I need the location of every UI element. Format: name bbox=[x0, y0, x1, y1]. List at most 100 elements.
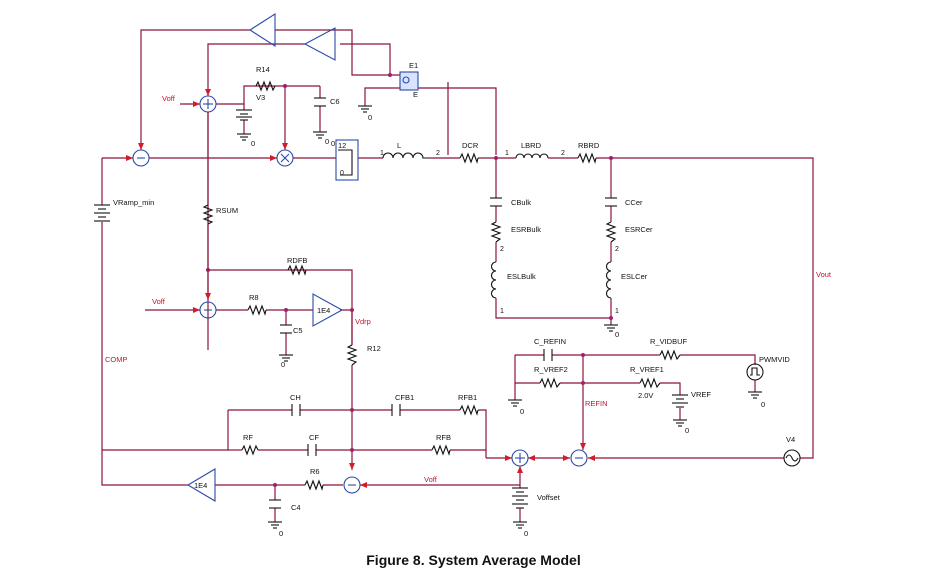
label-cer-pin2: 2 bbox=[615, 246, 619, 253]
cap-c5 bbox=[280, 324, 292, 334]
r6-zigzag bbox=[304, 479, 324, 491]
label-eslbulk: ESLBulk bbox=[507, 272, 536, 281]
sum-ramp bbox=[132, 149, 150, 167]
pwmvid-source bbox=[746, 363, 764, 381]
label-v2: 2.0V bbox=[638, 391, 653, 400]
label-zero-refin: 0 bbox=[520, 407, 524, 416]
label-r-vref1: R_VREF1 bbox=[630, 365, 664, 374]
label-c4: C4 bbox=[291, 503, 301, 512]
cap-c-refin bbox=[543, 349, 553, 361]
capacitors bbox=[269, 97, 617, 509]
rbrd-zigzag bbox=[577, 152, 597, 164]
sum-top bbox=[199, 95, 217, 113]
label-zero-c4: 0 bbox=[279, 529, 283, 538]
label-zero-vref: 0 bbox=[685, 426, 689, 435]
battery-v3 bbox=[236, 109, 252, 121]
label-c5: C5 bbox=[293, 326, 303, 335]
label-cbulk: CBulk bbox=[511, 198, 531, 207]
r8-zigzag bbox=[247, 304, 267, 316]
inductor-eslbulk bbox=[490, 261, 497, 299]
label-bulk-pin1: 1 bbox=[500, 308, 504, 315]
label-bulk-pin2: 2 bbox=[500, 246, 504, 253]
dc-sources bbox=[94, 109, 688, 509]
label-cf: CF bbox=[309, 433, 319, 442]
label-r8: R8 bbox=[249, 293, 259, 302]
label-refin: REFIN bbox=[585, 399, 608, 408]
label-e1-e: E bbox=[413, 90, 418, 99]
label-r12: R12 bbox=[367, 344, 381, 353]
junction-dots bbox=[206, 73, 613, 487]
wires bbox=[101, 29, 814, 522]
label-r-vref2: R_VREF2 bbox=[534, 365, 568, 374]
label-vout: Vout bbox=[816, 270, 832, 279]
label-zero-voffset: 0 bbox=[524, 529, 528, 538]
label-vramp: VRamp_min bbox=[113, 198, 154, 207]
cap-ccer bbox=[605, 197, 617, 207]
inductors bbox=[382, 152, 612, 299]
label-voffset: Voffset bbox=[537, 493, 561, 502]
label-lbrd-pin2: 2 bbox=[561, 150, 565, 157]
label-esrcer: ESRCer bbox=[625, 225, 653, 234]
cap-cbulk bbox=[490, 197, 502, 207]
label-comp: COMP bbox=[105, 355, 128, 364]
figure-caption: Figure 8. System Average Model bbox=[366, 552, 581, 568]
label-zero-v3: 0 bbox=[251, 139, 255, 148]
gain-triangle-bottom bbox=[186, 468, 216, 502]
system-average-model-schematic: Voff R14 V3 C6 E1 E 0 0 0 0 12 0 L 1 2 D… bbox=[94, 12, 832, 538]
label-r6: R6 bbox=[310, 467, 320, 476]
r14-zigzag bbox=[255, 80, 276, 92]
v4-source bbox=[783, 449, 801, 467]
battery-voffset bbox=[512, 487, 528, 509]
e1-block bbox=[399, 71, 419, 91]
pwm-switch-block bbox=[335, 139, 359, 181]
r-vref1-zigzag bbox=[639, 377, 661, 389]
label-zero-12: 0 bbox=[331, 139, 335, 148]
label-vdrp: Vdrp bbox=[355, 317, 371, 326]
label-vref: VREF bbox=[691, 390, 711, 399]
gain-triangle-top-1 bbox=[248, 12, 276, 48]
rsum-zigzag bbox=[202, 204, 214, 225]
label-rdfb: RDFB bbox=[287, 256, 307, 265]
cap-c6 bbox=[314, 97, 326, 107]
multiplier bbox=[276, 149, 294, 167]
label-cfb1: CFB1 bbox=[395, 393, 414, 402]
label-sw-pin0: 0 bbox=[340, 170, 344, 177]
label-v3: V3 bbox=[256, 93, 265, 102]
amplifiers bbox=[186, 12, 344, 502]
label-rfb: RFB bbox=[436, 433, 451, 442]
rfb-zigzag bbox=[431, 444, 451, 456]
label-l-pin1: 1 bbox=[380, 150, 384, 157]
sum-mid bbox=[199, 301, 217, 319]
battery-vramp bbox=[94, 204, 110, 222]
sum-right-minus bbox=[570, 449, 588, 467]
label-zero-c6: 0 bbox=[325, 137, 329, 146]
label-twelve: 12 bbox=[338, 141, 346, 150]
label-pwmvid: PWMVID bbox=[759, 355, 790, 364]
label-zero-cer: 0 bbox=[615, 330, 619, 339]
label-voff-top: Voff bbox=[162, 94, 176, 103]
component-labels: Voff R14 V3 C6 E1 E 0 0 0 0 12 0 L 1 2 D… bbox=[105, 61, 832, 538]
cap-c4 bbox=[269, 499, 281, 509]
label-zero-e1: 0 bbox=[368, 113, 372, 122]
label-lbrd-pin1: 1 bbox=[505, 150, 509, 157]
label-eslcer: ESLCer bbox=[621, 272, 648, 281]
esrcer-zigzag bbox=[605, 221, 617, 243]
sum-bottom bbox=[343, 476, 361, 494]
label-zero-pwm: 0 bbox=[761, 400, 765, 409]
esrbulk-zigzag bbox=[490, 221, 502, 243]
summing-junctions bbox=[132, 95, 588, 494]
label-rfb1: RFB1 bbox=[458, 393, 477, 402]
inductor-lbrd bbox=[515, 153, 549, 159]
label-lbrd: LBRD bbox=[521, 141, 542, 150]
signal-sources bbox=[746, 363, 801, 467]
r12-zigzag bbox=[346, 344, 358, 366]
grounds bbox=[237, 105, 762, 529]
inductor-l bbox=[382, 152, 430, 159]
label-esrbulk: ESRBulk bbox=[511, 225, 541, 234]
label-rf: RF bbox=[243, 433, 253, 442]
r-vidbuf-zigzag bbox=[659, 349, 681, 361]
label-e1: E1 bbox=[409, 61, 418, 70]
label-cer-pin1: 1 bbox=[615, 308, 619, 315]
label-c6: C6 bbox=[330, 97, 340, 106]
label-zero-c5: 0 bbox=[281, 360, 285, 369]
